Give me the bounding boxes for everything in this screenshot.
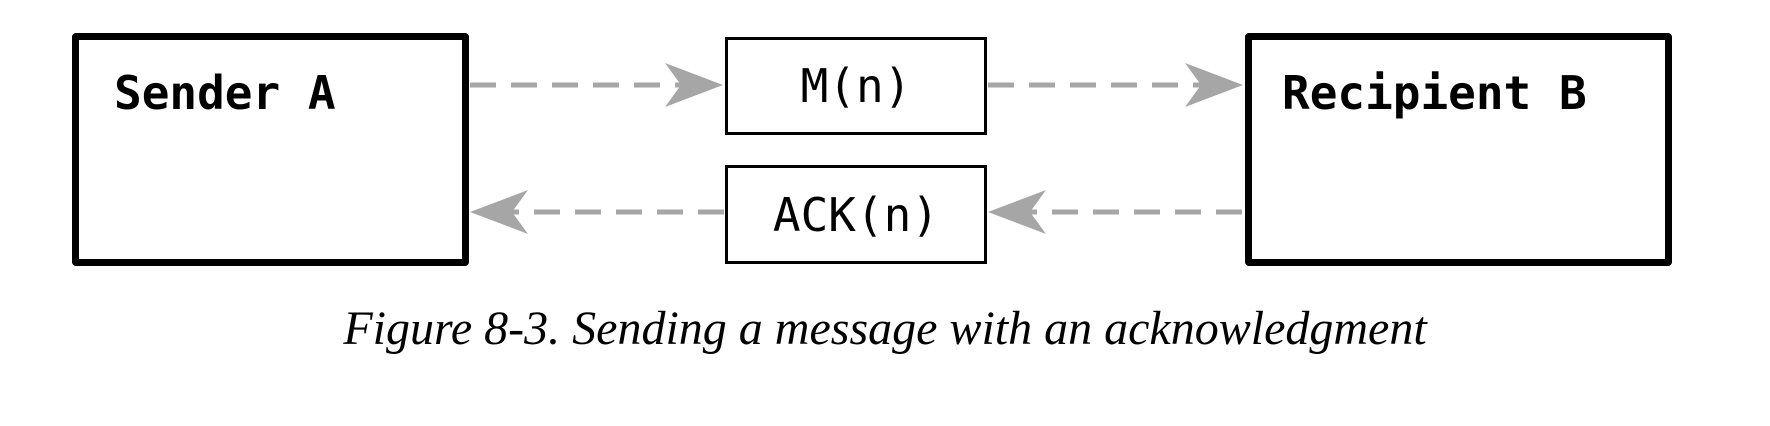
arrows-layer (470, 63, 1243, 234)
arrowhead-to-ack-icon (988, 190, 1046, 234)
recipient-label: Recipient B (1282, 66, 1587, 120)
sender-label: Sender A (114, 66, 336, 120)
figure-caption: Figure 8-3. Sending a message with an ac… (343, 302, 1427, 355)
arrowhead-to-message-icon (665, 63, 723, 107)
ack-label: ACK(n) (772, 187, 940, 242)
message-ack-diagram: Sender A M(n) ACK(n) Recipient B (72, 33, 1672, 266)
arrowhead-to-sender-icon (470, 190, 528, 234)
recipient-node: Recipient B (1245, 33, 1672, 266)
message-node: M(n) (725, 37, 987, 135)
arrowhead-to-recipient-icon (1185, 63, 1243, 107)
sender-node: Sender A (72, 33, 469, 266)
ack-node: ACK(n) (725, 165, 987, 264)
message-label: M(n) (800, 59, 912, 113)
